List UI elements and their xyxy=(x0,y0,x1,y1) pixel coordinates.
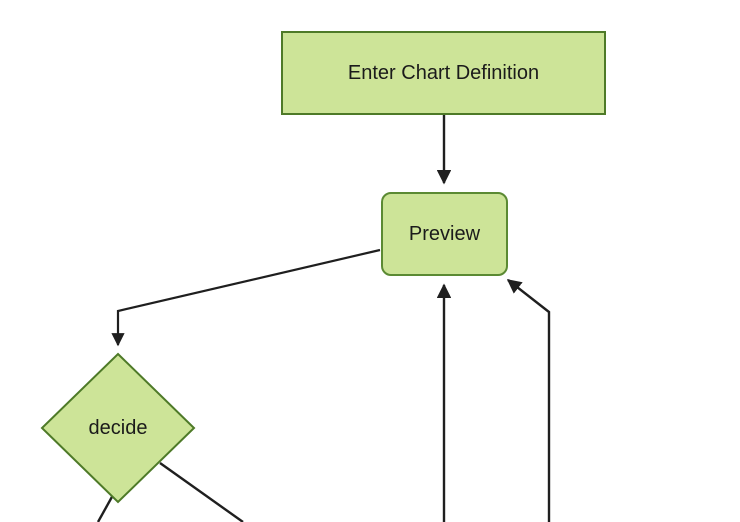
node-enter-chart-definition-label: Enter Chart Definition xyxy=(347,62,540,84)
node-preview-label: Preview xyxy=(408,223,481,245)
edge-preview-to-decide xyxy=(111,248,381,347)
node-decide-label-wrap: decide xyxy=(42,354,194,502)
edge-decide-bottom-right xyxy=(159,462,244,522)
node-decide-label: decide xyxy=(88,417,148,439)
edge-decide-bottom-left xyxy=(96,494,115,522)
node-enter-chart-definition[interactable]: Enter Chart Definition xyxy=(281,31,606,115)
node-preview[interactable]: Preview xyxy=(381,192,508,276)
node-decide-shape[interactable] xyxy=(40,352,196,504)
edge-bottom-right-to-preview xyxy=(506,279,551,522)
